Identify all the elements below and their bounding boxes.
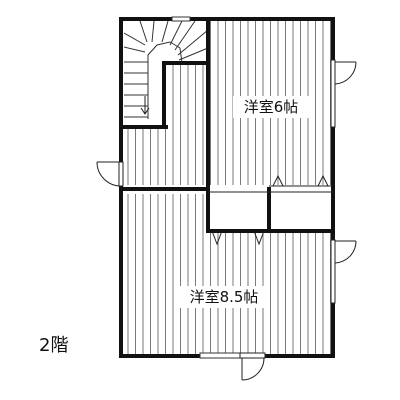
walls	[119, 17, 335, 358]
window-top	[171, 16, 191, 22]
room-label-6: 洋室6帖	[244, 98, 299, 116]
room-label-8-5: 洋室8.5帖	[190, 288, 259, 306]
door-right-upper	[330, 59, 357, 128]
door-bottom	[239, 352, 266, 381]
window-bottom	[199, 352, 241, 359]
closet-doors	[211, 174, 329, 246]
door-right-lower	[330, 239, 357, 304]
staircase	[120, 20, 210, 129]
door-left	[96, 161, 124, 187]
floor-label: 2階	[39, 335, 69, 356]
stair-down-arrow	[140, 96, 150, 115]
closet-left	[208, 192, 269, 230]
closet-right	[269, 192, 331, 230]
